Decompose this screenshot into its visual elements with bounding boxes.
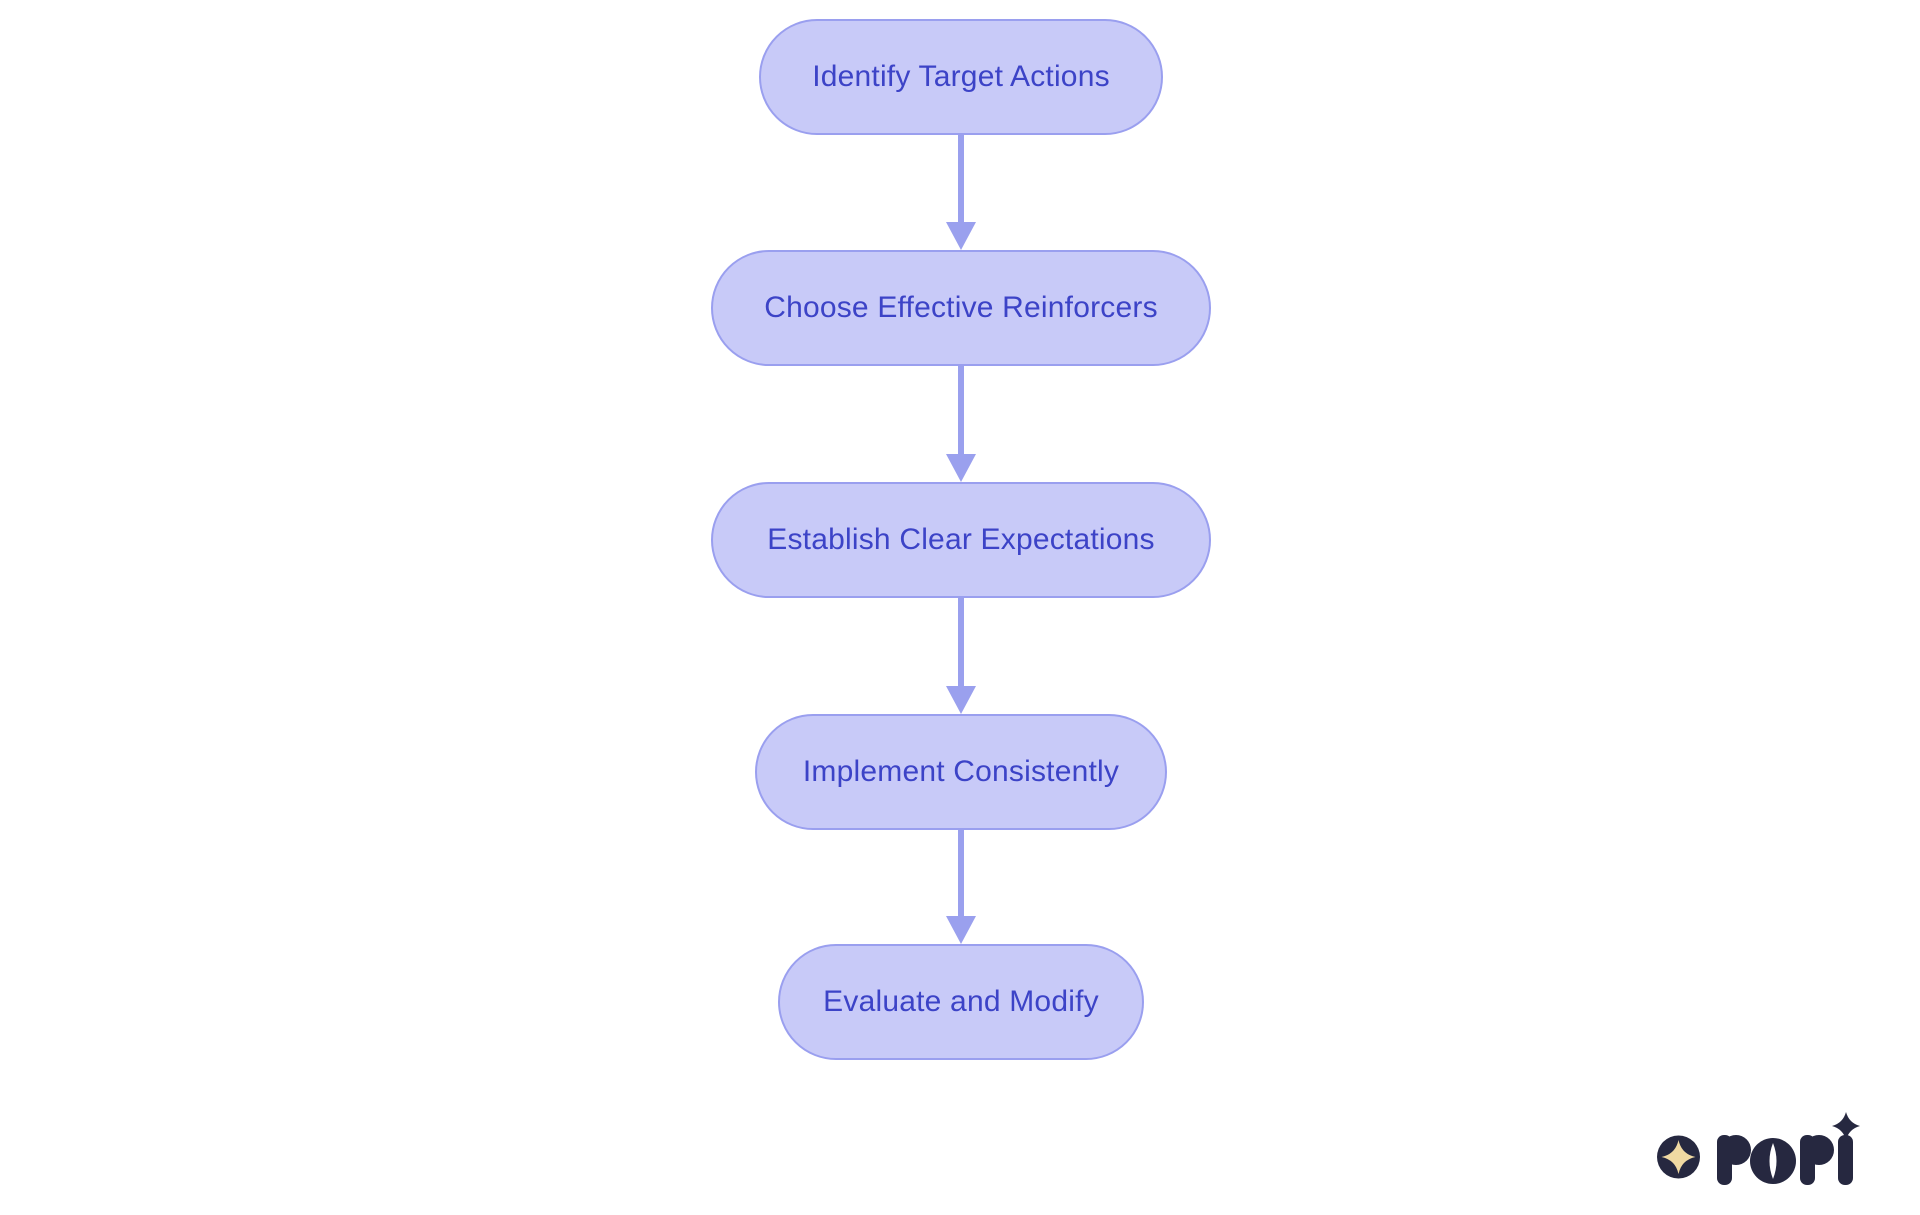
letter-o [1750,1138,1796,1184]
letter-i [1832,1112,1860,1185]
flow-arrow-2 [946,366,976,482]
flow-arrow-3 [946,598,976,714]
flow-arrow-1 [946,135,976,250]
flow-node-implement-consistently: Implement Consistently [755,714,1167,830]
flow-node-label: Choose Effective Reinforcers [764,291,1158,324]
flow-arrow-4 [946,830,976,944]
flow-node-label: Evaluate and Modify [823,985,1099,1018]
letter-r [1800,1135,1834,1185]
arrow-down-icon [946,686,976,714]
flow-node-label: Identify Target Actions [812,60,1110,93]
flow-node-establish-clear-expectations: Establish Clear Expectations [711,482,1211,598]
flow-node-label: Establish Clear Expectations [767,523,1155,556]
rori-logo [1657,1112,1860,1185]
rori-wordmark [1717,1112,1860,1185]
arrow-line [958,830,964,916]
flow-node-identify-target-actions: Identify Target Actions [759,19,1163,135]
arrow-line [958,366,964,454]
flow-node-choose-effective-reinforcers: Choose Effective Reinforcers [711,250,1211,366]
arrow-down-icon [946,454,976,482]
arrow-down-icon [946,222,976,250]
sparkle-circle-icon [1657,1135,1700,1179]
sparkle-icon [1832,1112,1860,1140]
arrow-down-icon [946,916,976,944]
flow-node-evaluate-and-modify: Evaluate and Modify [778,944,1144,1060]
arrow-line [958,598,964,686]
flow-node-label: Implement Consistently [802,755,1120,788]
letter-r [1717,1135,1751,1185]
arrow-line [958,135,964,222]
